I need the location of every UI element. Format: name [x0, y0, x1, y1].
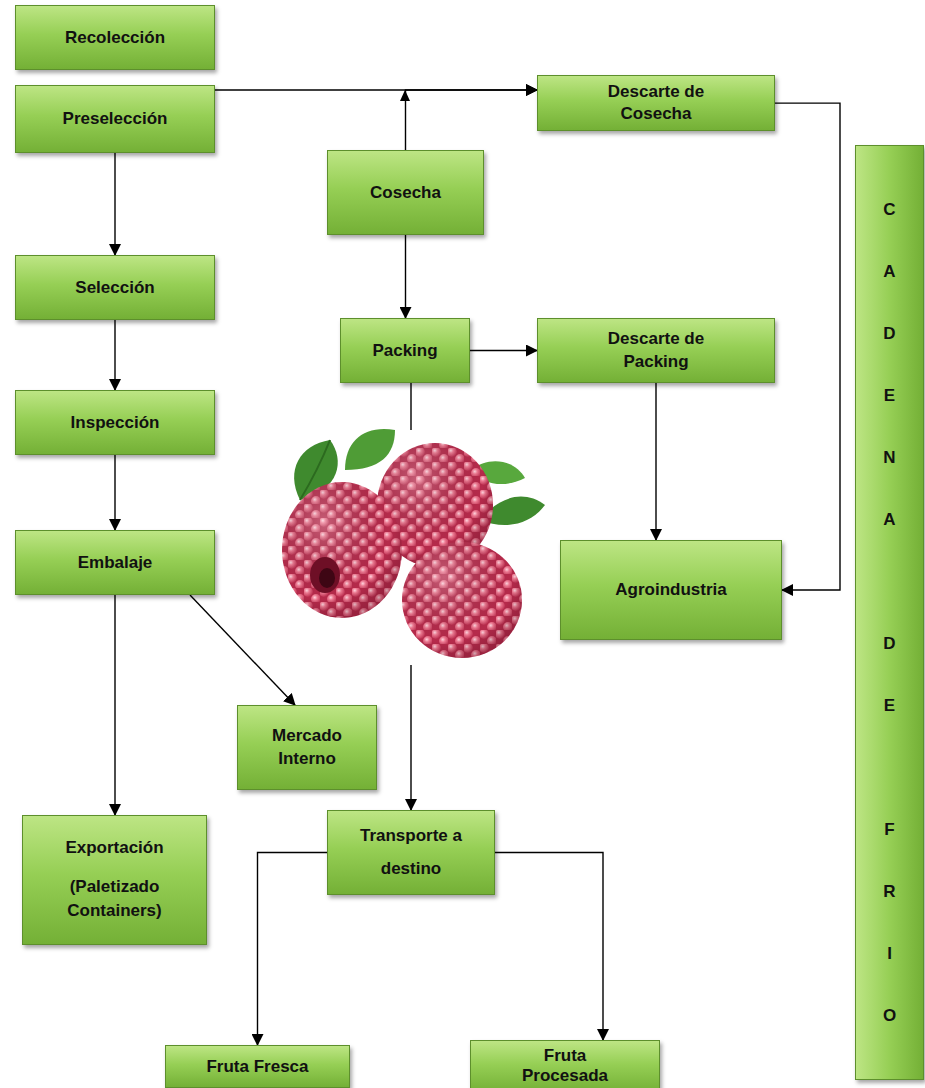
box-label: Descarte de Packing [589, 328, 724, 372]
side-band: CADENA DE FRIO [855, 145, 924, 1080]
box-label: Mercado Interno [257, 725, 357, 771]
box-label: Cosecha [370, 182, 441, 203]
connector [258, 853, 328, 1046]
process-box: Selección [15, 255, 215, 320]
process-box: Packing [340, 318, 470, 383]
process-box: Embalaje [15, 530, 215, 595]
connector [775, 103, 840, 590]
box-label: Selección [75, 277, 154, 298]
box-label: Exportación [65, 836, 163, 861]
box-label: Recolección [65, 27, 165, 48]
connector [114, 455, 115, 530]
box-label: Preselección [63, 108, 168, 129]
process-box: Exportación (Paletizado Containers) [22, 815, 207, 945]
box-label: Fruta Procesada [510, 1046, 620, 1087]
process-box: Recolección [15, 5, 215, 70]
connector [495, 853, 603, 1041]
process-box: Cosecha [327, 150, 484, 235]
box-label: Descarte de Cosecha [594, 81, 719, 125]
box-label: Agroindustria [615, 579, 726, 600]
process-box: Descarte de Packing [537, 318, 775, 383]
box-label: (Paletizado Containers) [50, 875, 180, 924]
connector [114, 320, 115, 390]
box-label: Embalaje [78, 552, 153, 573]
process-box: Agroindustria [560, 540, 782, 640]
box-label: Transporte a destino [359, 820, 464, 885]
connector [406, 90, 538, 150]
process-box: Fruta Procesada [470, 1040, 660, 1088]
connector [655, 383, 656, 540]
process-box: Descarte de Cosecha [537, 75, 775, 131]
process-box: Mercado Interno [237, 705, 377, 790]
box-label: CADENA DE FRIO [856, 179, 923, 1047]
connector [114, 153, 115, 255]
box-label: Packing [372, 340, 437, 361]
connector [114, 595, 115, 815]
connector [470, 350, 537, 351]
process-box: Fruta Fresca [165, 1045, 350, 1088]
process-box: Transporte a destino [327, 810, 495, 895]
box-label: Fruta Fresca [206, 1056, 308, 1077]
process-box: Preselección [15, 85, 215, 153]
box-label: Inspección [71, 412, 160, 433]
process-box: Inspección [15, 390, 215, 455]
connector [405, 235, 406, 318]
